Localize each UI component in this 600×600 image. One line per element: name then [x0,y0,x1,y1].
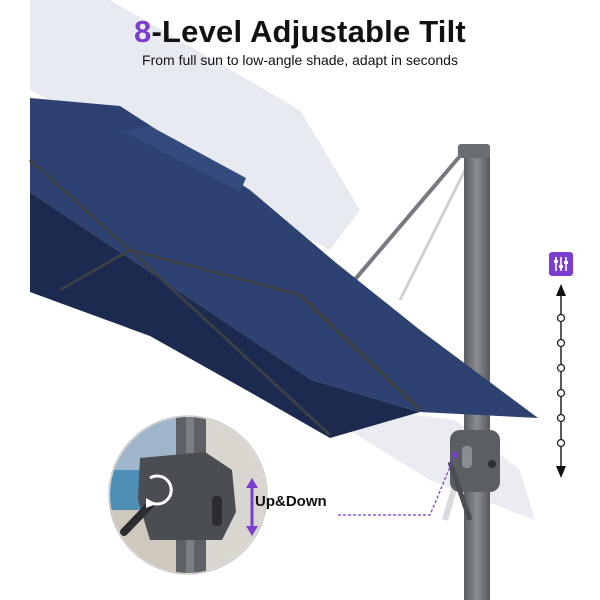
zoom-detail-circle [108,415,268,575]
tilt-level-scale [556,284,566,478]
canopy-rib [128,248,332,437]
canopy-rib [298,293,422,412]
canopy-rib [129,248,301,297]
canopy-rib [28,158,132,252]
support-strut [344,154,462,292]
pole-cap [458,144,490,158]
up-down-arrow-icon [246,478,258,536]
rotate-arrow-icon [146,474,173,508]
tilt-adjust-icon [549,252,573,276]
up-down-callout-label: Up&Down [255,493,327,510]
canopy-vent [124,126,246,192]
tilt-joint [447,430,500,521]
canopy-underside [30,140,420,438]
headline: 8-Level Adjustable Tilt [0,14,600,50]
subheadline: From full sun to low-angle shade, adapt … [142,52,458,68]
callout-leader-dot [452,452,458,458]
ghost-strut [398,159,472,301]
main-canopy [28,98,538,438]
canopy-top-surface [30,98,538,418]
canopy-rib [59,248,131,292]
headline-text: -Level Adjustable Tilt [151,14,466,49]
headline-number: 8 [134,14,152,49]
ghost-canopy-top [30,0,360,250]
callout-leader-line [338,454,456,516]
